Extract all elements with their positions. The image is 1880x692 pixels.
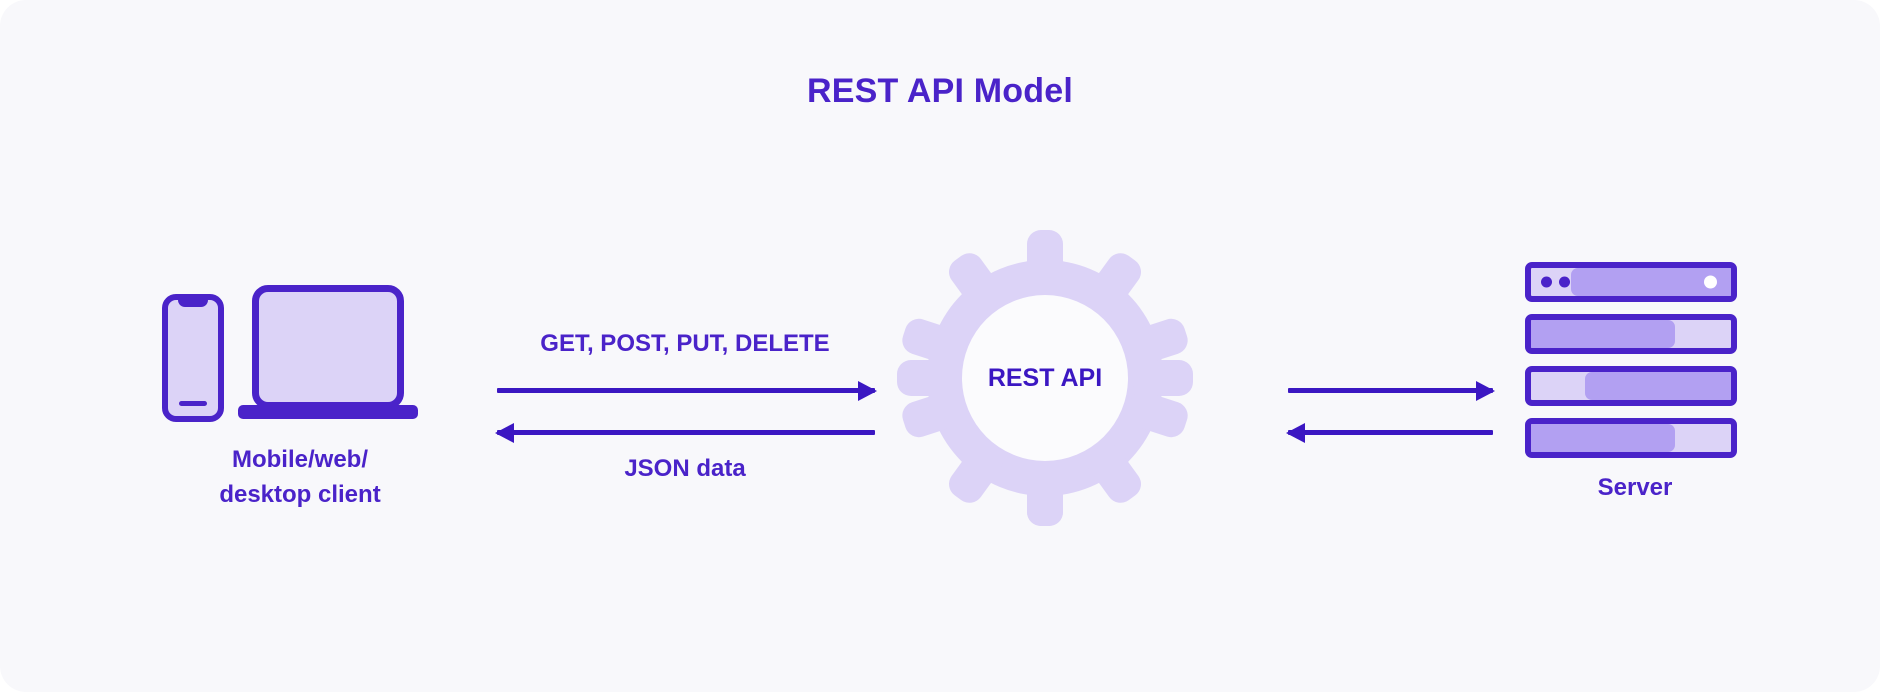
server-unit-fill <box>1531 320 1675 348</box>
server-group: Server <box>1525 262 1745 512</box>
client-group: Mobile/web/ desktop client <box>150 285 450 508</box>
client-label-line2: desktop client <box>219 480 381 508</box>
page-title: REST API Model <box>806 72 1073 110</box>
client-label: Mobile/web/ desktop client <box>90 443 510 513</box>
laptop-base <box>238 405 418 419</box>
server-unit-fill <box>1585 372 1731 400</box>
arrow-api-to-server <box>1288 381 1495 401</box>
phone-icon <box>162 294 224 422</box>
arrow-head-left-icon <box>495 423 514 443</box>
arrow-head-right-icon <box>1476 381 1495 401</box>
server-status-dot-icon <box>1559 276 1570 288</box>
phone-notch-icon <box>178 299 208 307</box>
arrow-head-left-icon <box>1286 423 1305 443</box>
server-unit-fill <box>1531 424 1675 452</box>
server-unit <box>1525 418 1737 458</box>
server-unit <box>1525 366 1737 406</box>
arrow-head-right-icon <box>858 381 877 401</box>
response-payload-label: JSON data <box>624 455 746 482</box>
arrow-server-to-api <box>1286 423 1493 443</box>
server-led-icon <box>1704 275 1717 289</box>
server-unit <box>1525 262 1737 302</box>
phone-home-bar-icon <box>179 401 207 406</box>
client-label-line1: Mobile/web/ <box>231 446 368 473</box>
arrow-line <box>497 430 875 435</box>
arrow-client-to-api <box>497 381 877 401</box>
rest-api-node: REST API <box>895 228 1195 528</box>
server-unit <box>1525 314 1737 354</box>
arrow-api-to-client <box>495 423 875 443</box>
gear-icon <box>897 230 1193 526</box>
arrow-line <box>1288 388 1493 393</box>
request-methods-label: GET, POST, PUT, DELETE <box>540 330 830 357</box>
client-api-arrows <box>495 380 877 450</box>
laptop-icon <box>238 285 418 427</box>
laptop-screen <box>252 285 404 409</box>
arrow-line <box>1288 430 1493 435</box>
server-label: Server <box>1597 474 1673 501</box>
arrow-line <box>497 388 875 393</box>
server-status-dot-icon <box>1541 276 1552 288</box>
api-server-arrows <box>1286 380 1495 450</box>
